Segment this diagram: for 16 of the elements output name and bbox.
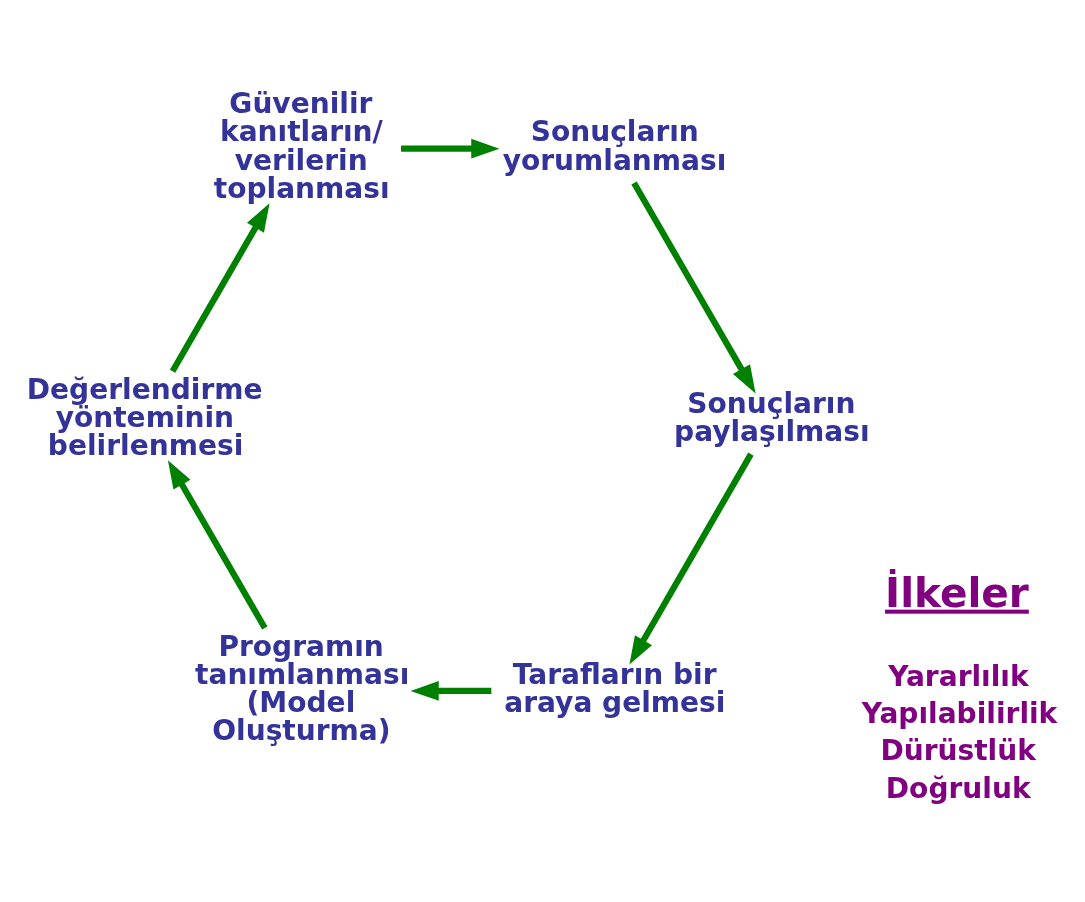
arrow <box>631 180 756 393</box>
node-text: Tarafların bir araya gelmesi <box>504 657 726 719</box>
arrow <box>167 459 268 630</box>
node-text: Sonuçların yorumlanması <box>502 114 727 177</box>
label: Yararlılık <box>888 659 1029 693</box>
arrow <box>629 452 754 665</box>
arrow <box>410 680 492 701</box>
label: İlkeler <box>885 568 1029 617</box>
arrow <box>169 202 270 373</box>
label: Dürüstlük <box>880 733 1036 767</box>
label: Doğruluk <box>885 771 1031 805</box>
node-text: Değerlendirme yönteminin belirlenmesi <box>26 372 263 462</box>
node-text: Programın tanımlanması (Model Oluşturma) <box>195 629 410 747</box>
label: Yapılabilirlik <box>861 696 1058 730</box>
node-text: Sonuçların paylaşılması <box>674 386 870 448</box>
node-text: Güvenilir kanıtların/ verilerin toplanması <box>213 86 390 205</box>
